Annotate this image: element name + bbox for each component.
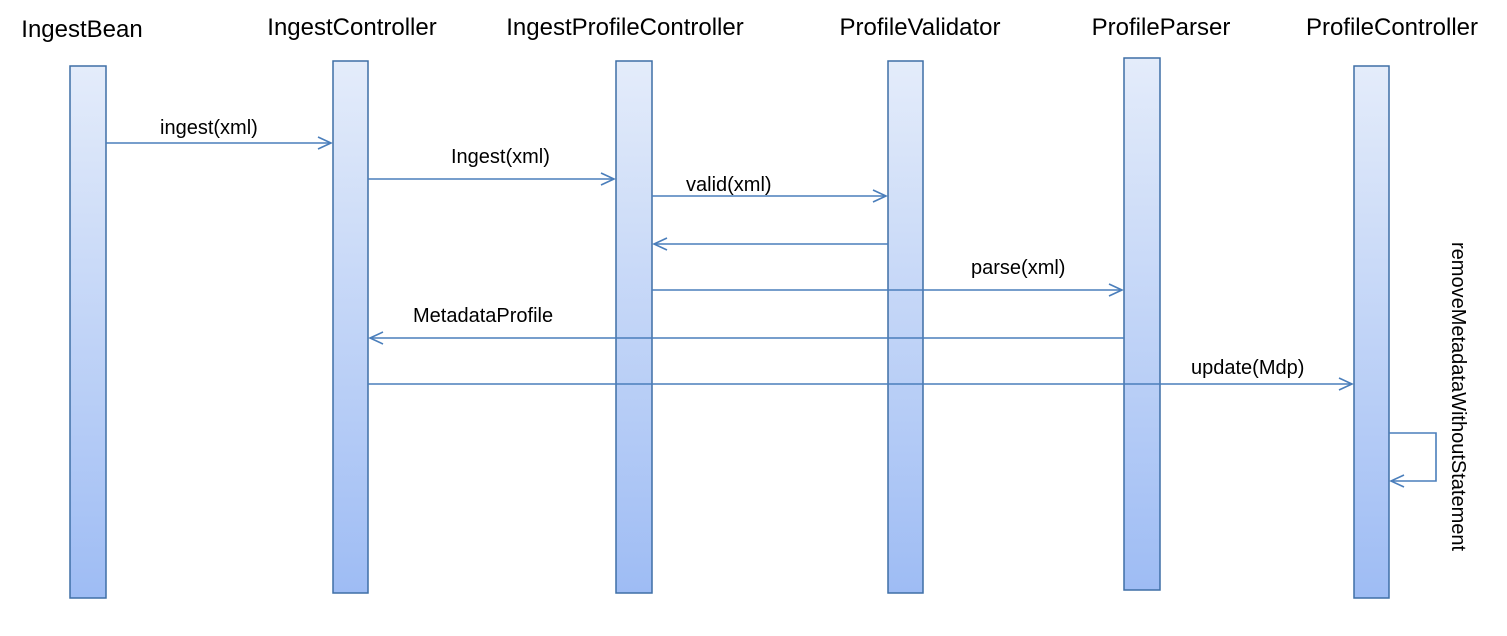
message-label-update: update(Mdp) (1191, 357, 1304, 379)
arrow-right-icon (872, 189, 888, 203)
message-remove-metadata-self: removeMetadataWithoutStatement (1389, 242, 1469, 551)
lifeline-bar-profile-parser (1123, 57, 1161, 591)
lifeline-bar-profile-validator (887, 60, 924, 594)
message-label-parse: parse(xml) (971, 257, 1065, 279)
arrow-left-icon (368, 331, 384, 345)
message-label-ingest: ingest(xml) (160, 117, 258, 139)
arrow-right-icon (1338, 377, 1354, 391)
message-valid: valid(xml) (652, 174, 888, 203)
message-ingest-profile: Ingest(xml) (368, 146, 616, 186)
message-parse: parse(xml) (652, 257, 1124, 297)
lifeline-label-profile-validator: ProfileValidator (840, 14, 1001, 41)
lifeline-bar-profile-controller (1353, 65, 1390, 599)
lifeline-label-profile-parser: ProfileParser (1092, 14, 1231, 41)
message-metadata-profile: MetadataProfile (368, 305, 1124, 345)
message-valid-return (652, 237, 888, 251)
lifeline-label-profile-controller: ProfileController (1306, 14, 1478, 41)
lifeline-label-ingest-profile-controller: IngestProfileController (506, 14, 743, 41)
arrow-left-icon (1389, 474, 1405, 488)
message-label-metadata-profile: MetadataProfile (413, 305, 553, 327)
lifeline-bar-ingest-profile-controller (615, 60, 653, 594)
lifeline-bar-ingest-controller (332, 60, 369, 594)
message-label-ingest-profile: Ingest(xml) (451, 146, 550, 168)
message-ingest: ingest(xml) (106, 117, 333, 150)
lifeline-label-ingest-controller: IngestController (267, 14, 436, 41)
arrow-right-icon (1108, 283, 1124, 297)
message-label-valid: valid(xml) (686, 174, 772, 196)
message-label-remove-metadata: removeMetadataWithoutStatement (1447, 242, 1469, 551)
lifeline-bar-ingest-bean (69, 65, 107, 599)
arrow-left-icon (652, 237, 668, 251)
lifeline-label-ingest-bean: IngestBean (21, 16, 142, 43)
arrow-right-icon (317, 136, 333, 150)
message-update: update(Mdp) (368, 357, 1354, 391)
arrow-right-icon (600, 172, 616, 186)
